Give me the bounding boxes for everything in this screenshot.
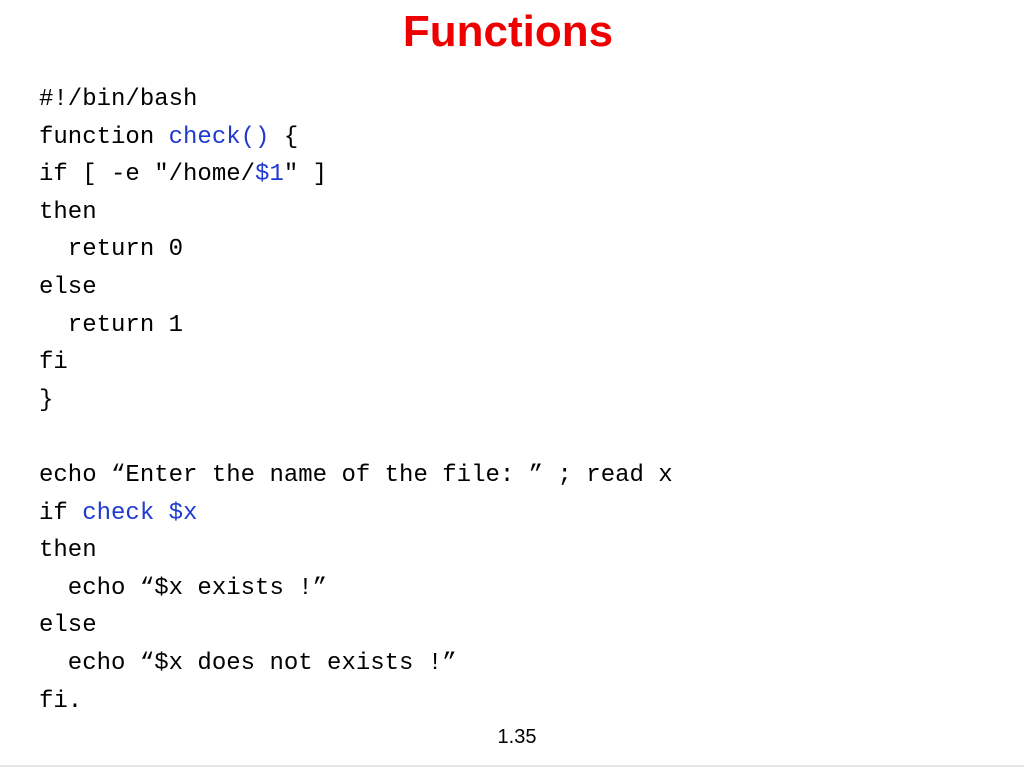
- code-token: then: [39, 198, 97, 226]
- code-token: if: [39, 499, 83, 527]
- code-token: then: [39, 537, 97, 565]
- slide-title: Functions: [402, 7, 614, 56]
- code-line: then: [39, 194, 673, 232]
- code-line: echo “$x does not exists !”: [39, 645, 673, 683]
- code-token: }: [39, 386, 54, 414]
- code-token: #!/bin/bash: [39, 86, 198, 113]
- code-line: }: [39, 382, 673, 420]
- code-line: else: [39, 607, 673, 645]
- page-number: 1.35: [497, 726, 537, 748]
- code-line: fi.: [39, 683, 673, 721]
- code-line: return 0: [39, 231, 673, 269]
- code-highlight-token: check $x: [82, 499, 198, 527]
- code-line: #!/bin/bash: [39, 81, 673, 119]
- code-token: return 1: [39, 311, 184, 339]
- code-line: echo “$x exists !”: [39, 570, 673, 608]
- code-token: echo “$x exists !”: [39, 574, 328, 602]
- code-line: function check() {: [39, 119, 673, 157]
- code-line: if check $x: [39, 495, 673, 533]
- code-highlight-token: check(): [168, 123, 270, 151]
- code-token: else: [39, 273, 97, 301]
- code-token: {: [269, 123, 299, 151]
- code-token: return 0: [39, 236, 184, 264]
- code-line: then: [39, 532, 673, 570]
- code-token: echo “$x does not exists !”: [39, 649, 457, 677]
- code-token: fi: [39, 349, 68, 377]
- code-highlight-token: $1: [255, 161, 284, 189]
- code-line: [39, 419, 673, 457]
- code-line: fi: [39, 344, 673, 382]
- code-token: echo “Enter the name of the file: ” ; re…: [39, 461, 673, 489]
- code-token: " ]: [283, 161, 328, 189]
- code-line: if [ -e "/home/$1" ]: [39, 156, 673, 194]
- code-line: else: [39, 269, 673, 307]
- code-line: return 1: [39, 307, 673, 345]
- code-token: if [ -e "/home/: [39, 161, 256, 189]
- code-line: echo “Enter the name of the file: ” ; re…: [39, 457, 673, 495]
- code-token: fi.: [39, 687, 83, 715]
- code-token: else: [39, 612, 97, 640]
- code-token: function: [39, 123, 169, 151]
- bottom-divider: [0, 765, 1024, 767]
